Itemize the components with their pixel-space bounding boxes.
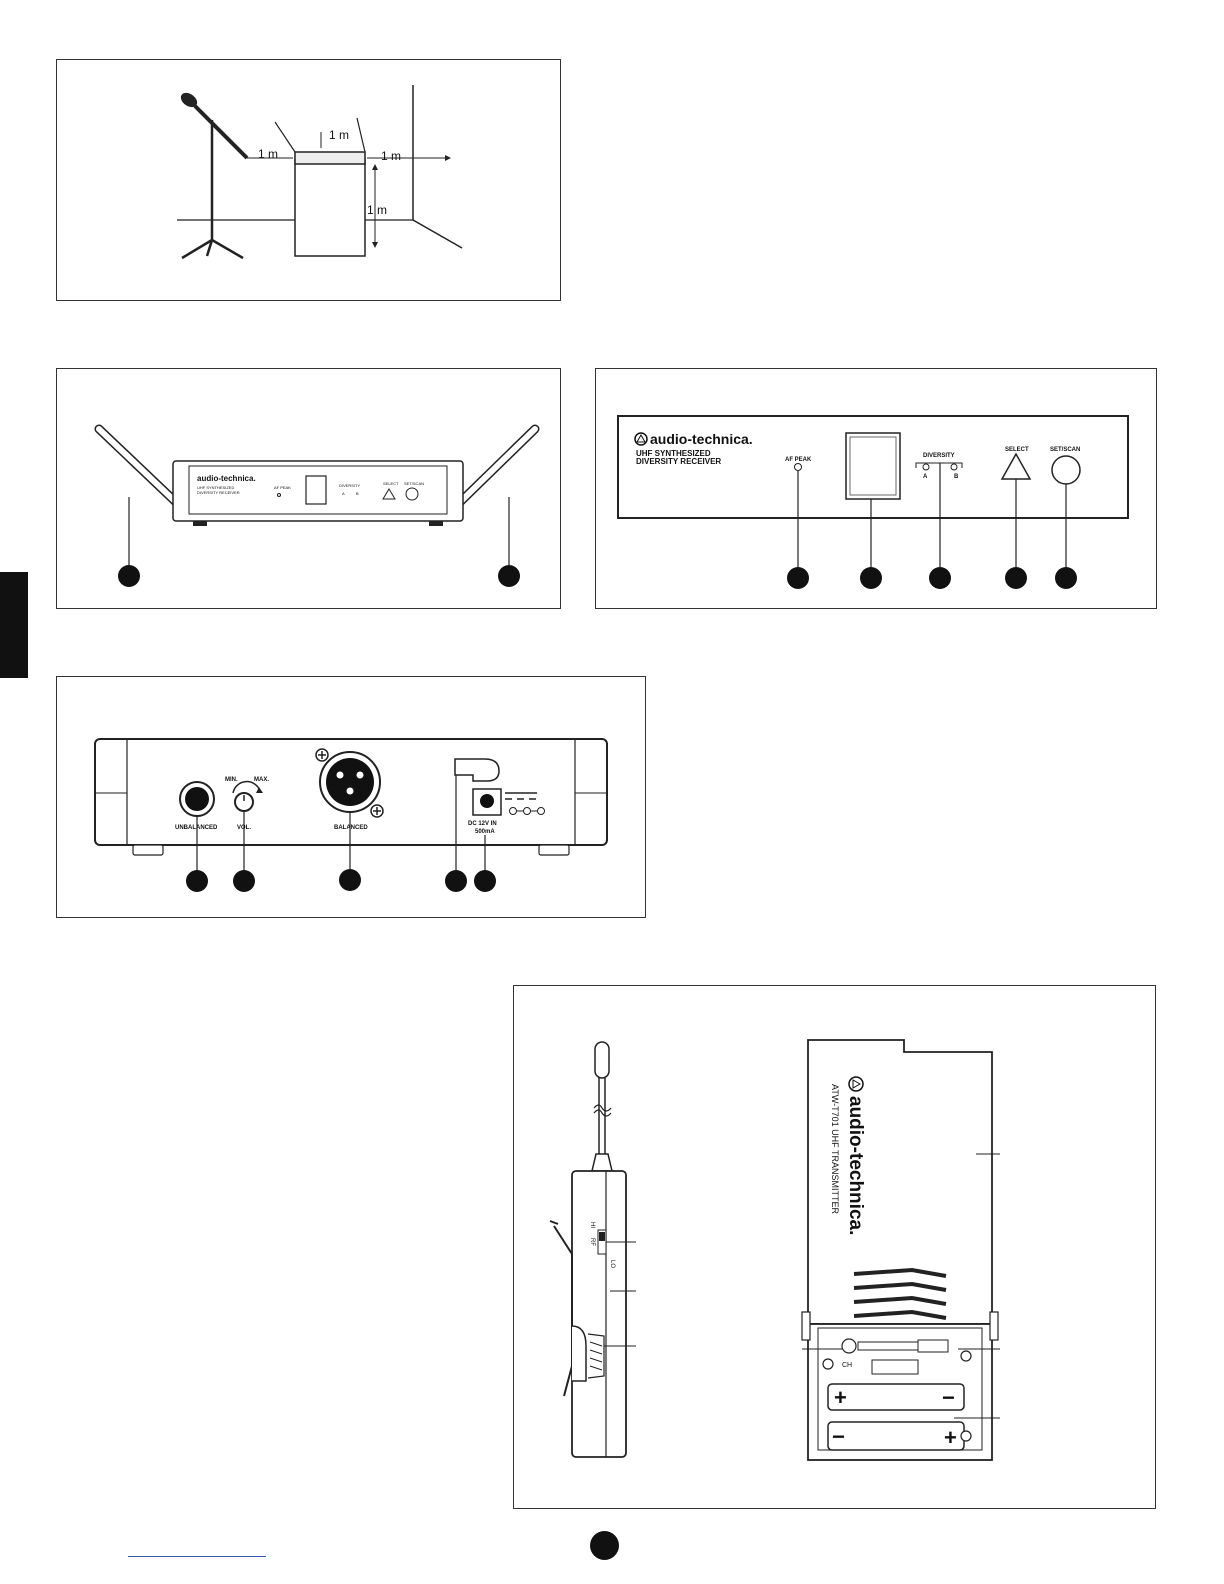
- a-small: A: [342, 491, 345, 496]
- diversity-small: DIVERSITY: [339, 483, 360, 488]
- callout-volume: [233, 870, 255, 892]
- diversity-b-label: B: [954, 474, 959, 480]
- brand-detail: audio-technica.: [650, 431, 753, 447]
- transmitter-brand: audio-technica.: [845, 1096, 866, 1235]
- receiver-front-diagram: audio-technica. UHF SYNTHESIZED DIVERSIT…: [94, 424, 540, 587]
- switch-lo-label: LO: [609, 1260, 615, 1268]
- dc-polarity-icon: [509, 807, 545, 815]
- section-tab: [0, 572, 28, 678]
- callout-select: [1005, 567, 1027, 589]
- transmitter-panel: HI LO RF audio-technica. ATW-T701 UHF TR…: [513, 985, 1156, 1509]
- dc-label: DC 12V IN: [468, 821, 497, 827]
- callout-antenna-right: [498, 565, 520, 587]
- diversity-a-led: [922, 463, 930, 471]
- receiver-rear-diagram: UNBALANCED MIN. MAX. VOL. BALANCED: [94, 738, 608, 892]
- setscan-label: SET/SCAN: [1050, 447, 1080, 453]
- setscan-button[interactable]: [1051, 455, 1081, 485]
- mic-stand-icon: [180, 92, 249, 260]
- current-label: 500mA: [475, 829, 495, 835]
- svg-text:+: +: [944, 1425, 957, 1450]
- af-peak-label: AF PEAK: [785, 457, 812, 463]
- diversity-b-led: [950, 463, 958, 471]
- transmitter-front-view: audio-technica. ATW-T701 UHF TRANSMITTER…: [801, 1039, 1000, 1461]
- xlr-output-icon[interactable]: [315, 748, 384, 818]
- balanced-label: BALANCED: [334, 825, 368, 831]
- callout-dc-in: [474, 870, 496, 892]
- max-label: MAX.: [254, 777, 269, 783]
- receiver-front-detail-panel: audio-technica. UHF SYNTHESIZED DIVERSIT…: [595, 368, 1157, 609]
- setscan-small: SET/SCAN: [404, 481, 424, 486]
- placement-diagram-panel: 1 m 1 m 1 m 1 m: [56, 59, 561, 301]
- transmitter-diagram: HI LO RF audio-technica. ATW-T701 UHF TR…: [549, 1039, 1000, 1461]
- b-small: B: [356, 491, 359, 496]
- af-peak-led: [794, 463, 802, 471]
- callout-af-peak: [787, 567, 809, 589]
- receiver-front-detail-diagram: audio-technica. UHF SYNTHESIZED DIVERSIT…: [617, 415, 1129, 589]
- model-detail-2: DIVERSITY RECEIVER: [636, 457, 721, 466]
- dist-top-label: 1 m: [329, 128, 349, 142]
- af-peak-small: AF PEAK: [274, 485, 291, 490]
- callout-cable-clamp: [445, 870, 467, 892]
- placement-diagram: 1 m 1 m 1 m 1 m: [177, 85, 463, 260]
- callout-antenna-left: [118, 565, 140, 587]
- transmitter-model: ATW-T701 UHF TRANSMITTER: [830, 1084, 840, 1215]
- cable-clamp-icon: [454, 758, 500, 782]
- page-number-marker: [590, 1531, 619, 1560]
- callout-unbalanced: [186, 870, 208, 892]
- callout-balanced: [339, 869, 361, 891]
- receiver-rear-panel: UNBALANCED MIN. MAX. VOL. BALANCED: [56, 676, 646, 918]
- dist-right-label: 1 m: [381, 149, 401, 163]
- select-small: SELECT: [383, 481, 399, 486]
- callout-setscan: [1055, 567, 1077, 589]
- model-detail-1: UHF SYNTHESIZED: [636, 449, 711, 458]
- transmitter-side-view: HI LO RF: [549, 1041, 636, 1458]
- diversity-label: DIVERSITY: [923, 453, 955, 459]
- svg-text:+: +: [834, 1385, 847, 1410]
- footer-underline: [128, 1556, 266, 1557]
- receiver-box-icon: [274, 117, 366, 257]
- callout-display: [860, 567, 882, 589]
- audio-technica-logo-icon: [634, 432, 648, 446]
- model-small-2: DIVERSITY RECEIVER: [197, 490, 240, 495]
- ch-label: CH: [842, 1362, 852, 1369]
- diversity-a-label: A: [923, 474, 928, 480]
- select-label: SELECT: [1005, 447, 1029, 453]
- callout-diversity: [929, 567, 951, 589]
- model-small-1: UHF SYNTHESIZED: [197, 485, 234, 490]
- min-label: MIN.: [225, 777, 238, 783]
- svg-text:−: −: [832, 1424, 845, 1449]
- battery-top-icon: + −: [827, 1383, 965, 1411]
- battery-bottom-icon: − +: [827, 1421, 972, 1451]
- svg-text:−: −: [942, 1385, 955, 1410]
- switch-hi-label: HI: [589, 1222, 595, 1228]
- dist-left-label: 1 m: [258, 147, 278, 161]
- receiver-front-panel: audio-technica. UHF SYNTHESIZED DIVERSIT…: [56, 368, 561, 609]
- channel-dial-icon[interactable]: [841, 1338, 857, 1354]
- dist-vertical-label: 1 m: [367, 203, 387, 217]
- brand-small: audio-technica.: [197, 474, 256, 483]
- unbalanced-jack-icon[interactable]: [179, 781, 215, 817]
- switch-rf-label: RF: [589, 1238, 595, 1246]
- display-window: [845, 432, 901, 500]
